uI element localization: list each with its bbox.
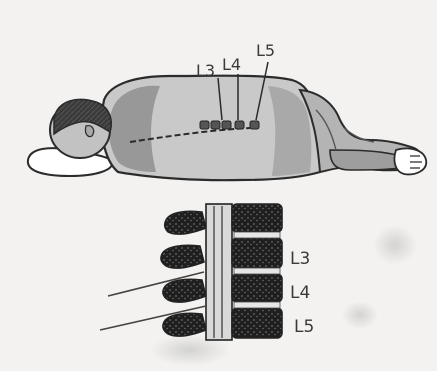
vertebral-body-1 [232,204,282,232]
spinous-process-1 [165,211,206,234]
vertebral-body-4 [232,308,282,338]
spine-section: L3 L4 L5 [100,204,314,340]
spinous-process-2 [161,245,204,268]
marker-dot-3 [222,121,231,129]
side-label-l5: L5 [294,317,314,337]
side-label-l4: L4 [290,283,310,303]
spinous-process-3 [163,279,206,302]
top-label-l4: L4 [222,55,241,74]
disc-3 [234,302,280,308]
top-label-l3: L3 [196,61,215,80]
top-label-l5: L5 [256,41,275,60]
ear [85,126,93,137]
vertebral-body-2 [232,238,282,268]
vertebral-body-3 [232,274,282,302]
spinal-cord [206,204,232,340]
disc-1 [234,232,280,238]
marker-dot-2 [211,121,220,129]
spinous-process-4 [163,313,206,336]
marker-dot-4 [235,121,244,129]
marker-dot-5 [250,121,259,129]
disc-2 [234,268,280,274]
marker-dot-1 [200,121,209,129]
patient-figure: L3 L4 L5 [28,41,426,180]
side-label-l3: L3 [290,249,310,269]
